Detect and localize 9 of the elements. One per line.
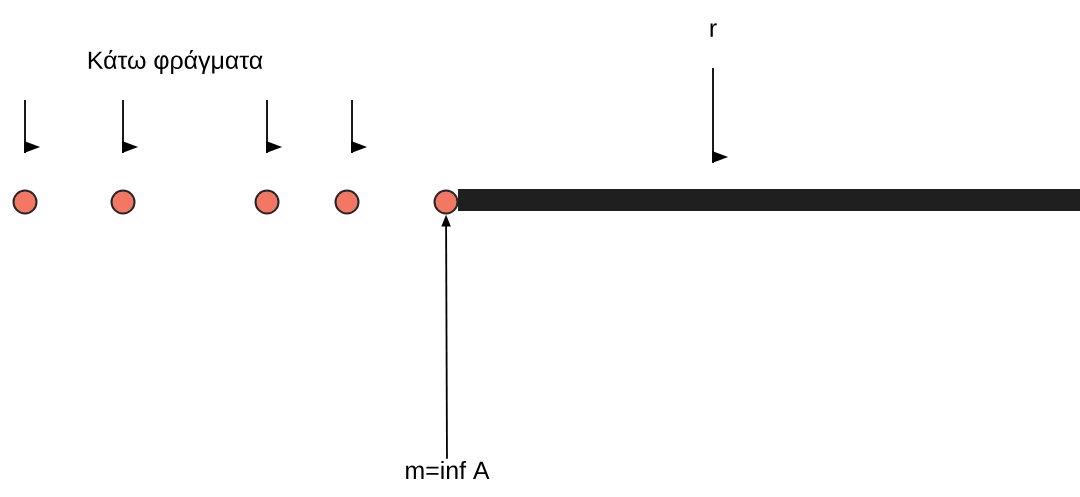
text-label: r xyxy=(710,23,717,37)
point-dot xyxy=(433,189,459,215)
point-dot xyxy=(254,189,280,215)
node-label: m=inf A xyxy=(406,460,490,479)
text-label: Κάτω φράγματα xyxy=(88,50,263,74)
point-dot xyxy=(334,189,360,215)
ray-bar xyxy=(458,189,1080,211)
point-dot xyxy=(12,189,38,215)
point-dot xyxy=(110,189,136,215)
